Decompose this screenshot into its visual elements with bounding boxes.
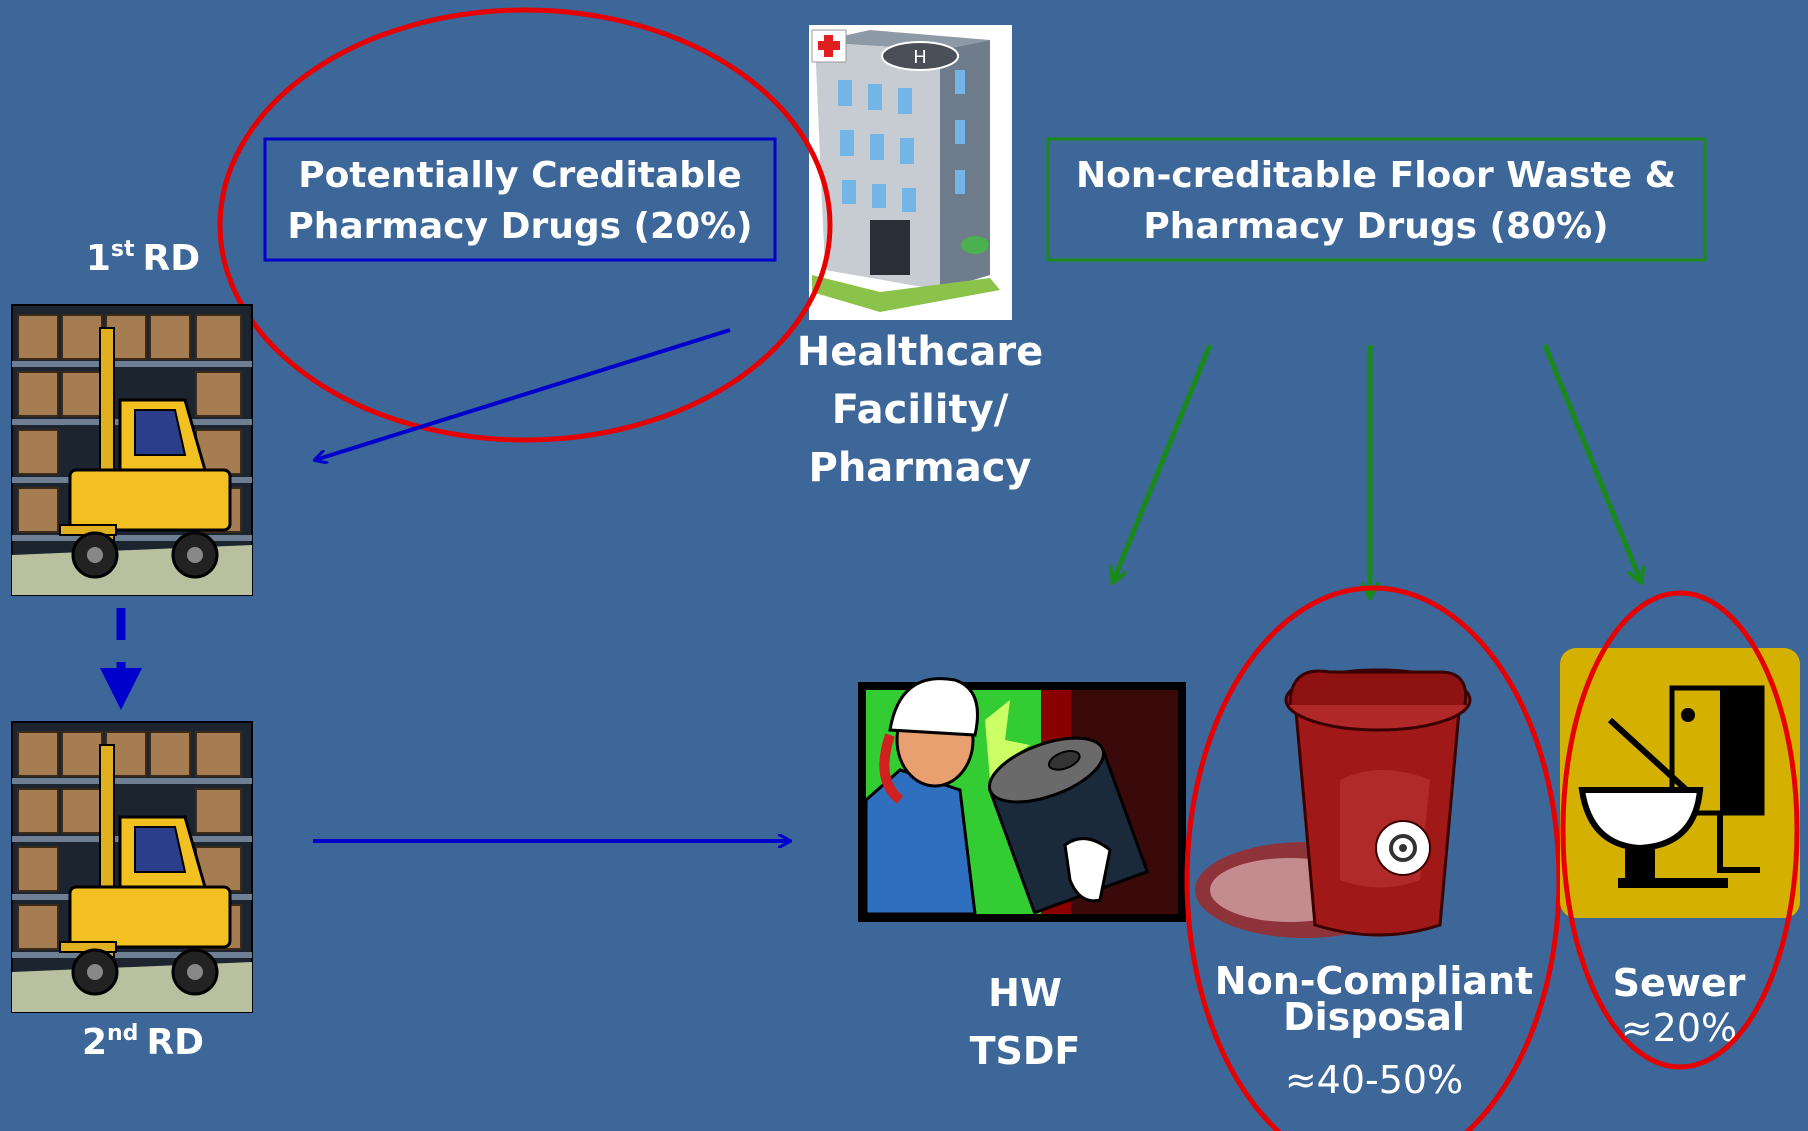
forklift-warehouse-icon	[11, 304, 253, 596]
noncreditable-line1: Non-creditable Floor Waste &	[1076, 155, 1676, 196]
sewer-highlight-ellipse	[1560, 590, 1800, 1070]
sewer-title: Sewer	[1613, 961, 1746, 1005]
rd2-text: RD	[146, 1022, 204, 1063]
rd2-number: 2	[82, 1022, 107, 1063]
facility-line3: Pharmacy	[809, 445, 1032, 491]
creditable-box-text: Potentially Creditable Pharmacy Drugs (2…	[287, 155, 752, 247]
noncompliant-highlight-ellipse	[1184, 585, 1562, 1131]
noncompliant-line2: Disposal	[1283, 995, 1465, 1039]
hw-line2: TSDF	[970, 1029, 1081, 1073]
toilet-sewer-icon	[1560, 648, 1800, 918]
rd1-number: 1	[86, 238, 111, 279]
noncompliant-line1: Non-Compliant	[1215, 959, 1533, 1003]
noncreditable-line2: Pharmacy Drugs (80%)	[1143, 206, 1608, 247]
rd2-suffix: nd	[107, 1021, 138, 1046]
creditable-box-border	[263, 137, 777, 262]
noncreditable-box-text: Non-creditable Floor Waste & Pharmacy Dr…	[1076, 155, 1676, 247]
hospital-building-icon: H	[809, 25, 1012, 320]
rd1-label: 1st RD	[86, 237, 200, 279]
hw-label: HW TSDF	[970, 971, 1081, 1073]
noncompliant-label: Non-Compliant Disposal	[1215, 959, 1533, 1039]
creditable-line2: Pharmacy Drugs (20%)	[287, 206, 752, 247]
svg-text:H: H	[913, 47, 927, 68]
sewer-percent: ≈20%	[1621, 1006, 1737, 1050]
rd2-label: 2nd RD	[82, 1021, 204, 1063]
rd1-suffix: st	[111, 237, 135, 262]
facility-label: Healthcare Facility/ Pharmacy	[797, 329, 1043, 491]
creditable-line1: Potentially Creditable	[298, 155, 742, 196]
facility-line1: Healthcare	[797, 329, 1043, 375]
hw-line1: HW	[988, 971, 1062, 1015]
facility-line2: Facility/	[832, 387, 1009, 433]
noncreditable-box-border	[1046, 137, 1707, 262]
arrow-creditable-to-rd1	[315, 328, 731, 460]
hazardous-waste-worker-icon	[858, 677, 1186, 922]
arrow-to-sewer	[1542, 344, 1641, 582]
creditable-highlight-ellipse	[217, 7, 833, 443]
arrow-rd1-to-rd2-head	[100, 668, 142, 710]
rd1-text: RD	[143, 238, 201, 279]
arrow-to-hw	[1113, 344, 1213, 582]
biohazard-container-icon	[1195, 668, 1472, 938]
noncompliant-percent: ≈40-50%	[1285, 1058, 1463, 1102]
forklift-warehouse-icon	[12, 722, 252, 1012]
